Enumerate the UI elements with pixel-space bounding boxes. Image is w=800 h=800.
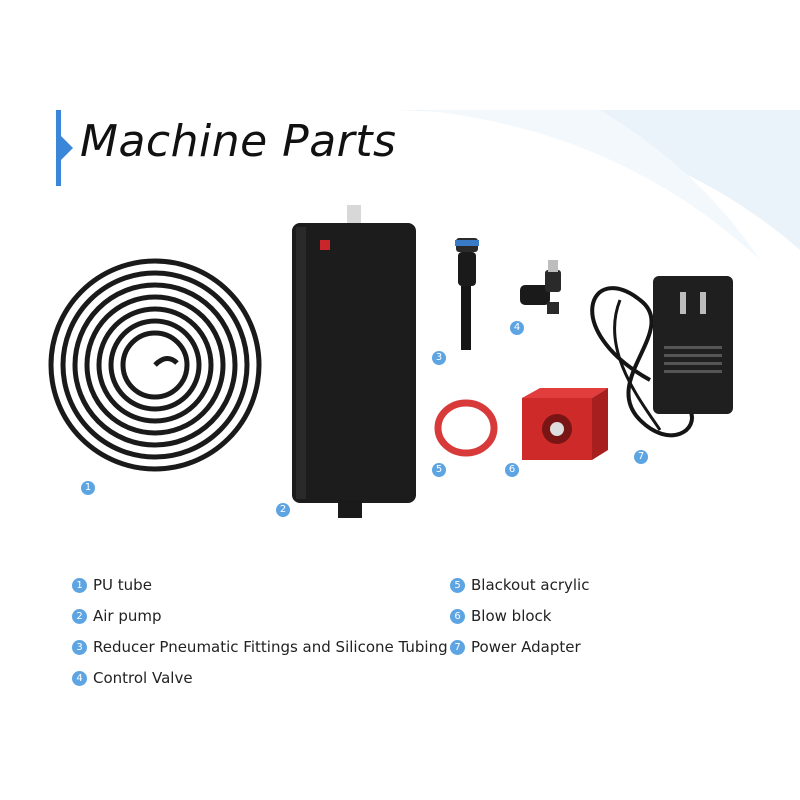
legend-label: Power Adapter — [471, 638, 581, 656]
legend-label: Reducer Pneumatic Fittings and Silicone … — [93, 638, 448, 656]
control-valve-image — [520, 260, 561, 314]
marker-7: 7 — [634, 450, 648, 464]
marker-2: 2 — [276, 503, 290, 517]
marker-1: 1 — [81, 481, 95, 495]
legend-number: 2 — [72, 608, 87, 624]
legend-number: 1 — [72, 577, 87, 593]
legend-item-pu-tube: 1 PU tube — [72, 576, 152, 594]
marker-3: 3 — [432, 351, 446, 365]
title-arrow-icon — [61, 136, 73, 160]
legend-label: Blow block — [471, 607, 552, 625]
marker-6: 6 — [505, 463, 519, 477]
parts-illustration — [48, 205, 733, 518]
air-pump-image — [292, 205, 416, 518]
legend-item-power-adapter: 7 Power Adapter — [450, 638, 581, 656]
pu-tube-coil-image — [48, 258, 262, 472]
legend-number: 3 — [72, 639, 87, 655]
legend-number: 4 — [72, 670, 87, 686]
legend-label: Air pump — [93, 607, 162, 625]
legend-label: PU tube — [93, 576, 152, 594]
legend-number: 6 — [450, 608, 465, 624]
legend-number: 7 — [450, 639, 465, 655]
marker-5: 5 — [432, 463, 446, 477]
legend-item-reducer-fittings: 3 Reducer Pneumatic Fittings and Silicon… — [72, 638, 448, 656]
reducer-fitting-image — [455, 238, 479, 350]
legend-item-blow-block: 6 Blow block — [450, 607, 551, 625]
legend-item-air-pump: 2 Air pump — [72, 607, 162, 625]
blackout-acrylic-image — [434, 399, 498, 457]
marker-4: 4 — [510, 321, 524, 335]
legend-label: Blackout acrylic — [471, 576, 590, 594]
title-accent-bar — [56, 110, 61, 186]
page-title: Machine Parts — [80, 116, 397, 167]
power-adapter-image — [590, 276, 733, 438]
legend-number: 5 — [450, 577, 465, 593]
legend-label: Control Valve — [93, 669, 193, 687]
blow-block-image — [522, 388, 608, 460]
legend-item-control-valve: 4 Control Valve — [72, 669, 193, 687]
legend-item-blackout-acrylic: 5 Blackout acrylic — [450, 576, 589, 594]
